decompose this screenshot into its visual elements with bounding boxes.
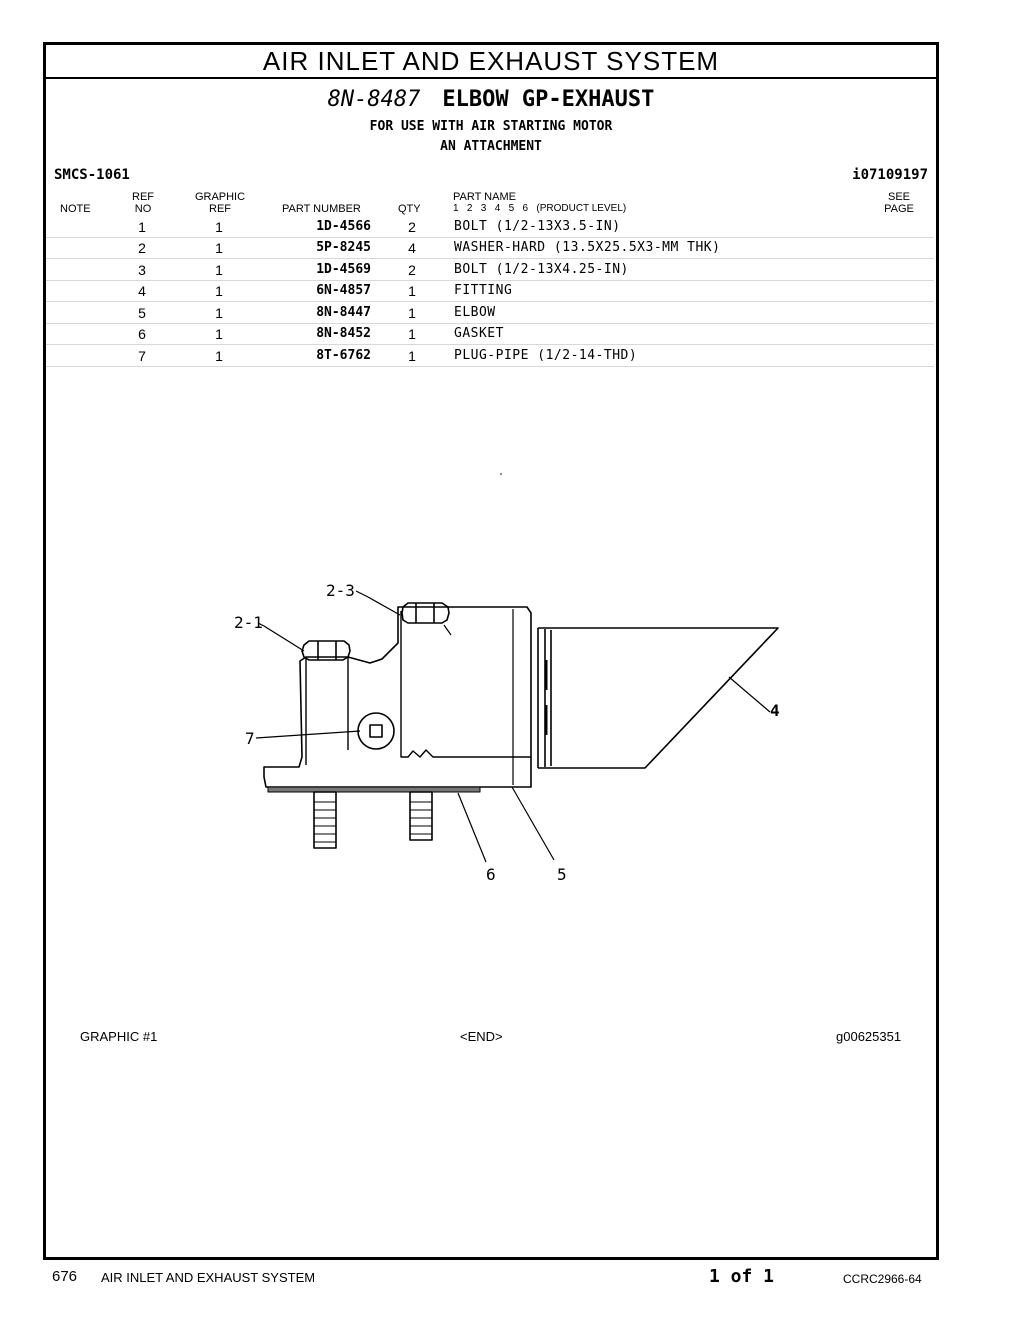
pipe-plug (357, 712, 395, 750)
callout-2-1: 2-1 (234, 613, 263, 632)
col-ref-bottom: NO (134, 203, 152, 215)
table-row: 3 1 1D-4569 2 BOLT (1/2-13X4.25-IN) (46, 259, 934, 281)
part-name: FITTING (454, 283, 513, 298)
part-name: ELBOW (454, 305, 496, 320)
part-name: BOLT (1/2-13X3.5-IN) (454, 219, 621, 234)
ref-no: 1 (138, 219, 146, 235)
end-marker: <END> (460, 1029, 503, 1044)
graphic-image-id: g00625351 (836, 1029, 902, 1044)
fitting-cone (537, 627, 779, 769)
leader-7 (255, 730, 361, 739)
ref-no: 4 (138, 283, 146, 299)
group-heading: 8N-8487 ELBOW GP-EXHAUST (46, 87, 936, 112)
footer-section: AIR INLET AND EXHAUST SYSTEM (101, 1270, 316, 1285)
quantity: 2 (408, 262, 416, 278)
section-title: AIR INLET AND EXHAUST SYSTEM (46, 45, 936, 79)
graphic-ref: 1 (215, 348, 223, 364)
graphic-ref: 1 (215, 262, 223, 278)
part-number: 8N-8452 (316, 326, 371, 341)
graphic-ref: 1 (215, 283, 223, 299)
col-note: NOTE (60, 203, 91, 215)
usage-line-2: AN ATTACHMENT (440, 139, 542, 154)
quantity: 1 (408, 283, 416, 299)
graphic-ref: 1 (215, 326, 223, 342)
ref-no: 6 (138, 326, 146, 342)
col-ref-top: REF (132, 191, 154, 203)
leader-lines (255, 590, 771, 863)
quantity: 1 (408, 305, 416, 321)
callout-7: 7 (245, 729, 255, 748)
quantity: 1 (408, 326, 416, 342)
parts-illustration: 2-3 2-1 7 4 6 5 (234, 473, 780, 884)
document-ident: i07109197 (852, 167, 928, 183)
graphic-ref: 1 (215, 240, 223, 256)
col-qty: QTY (398, 203, 421, 215)
col-graphic-ref: GRAPHIC REF (192, 191, 248, 215)
smcs-code: SMCS-1061 (54, 167, 130, 183)
graphic-label: GRAPHIC #1 (80, 1029, 158, 1044)
stud-left (313, 791, 337, 849)
table-row: 1 1 1D-4566 2 BOLT (1/2-13X3.5-IN) (46, 216, 934, 238)
col-ref: REF NO (128, 191, 158, 215)
group-name: ELBOW GP-EXHAUST (442, 87, 655, 112)
ref-no: 7 (138, 348, 146, 364)
page-of: 1 of 1 (709, 1266, 775, 1287)
group-part-number: 8N-8487 (327, 87, 421, 112)
usage-line-1: FOR USE WITH AIR STARTING MOTOR (369, 119, 613, 134)
col-see-bottom: PAGE (884, 203, 914, 215)
bolt-head-upper (401, 602, 450, 624)
part-number: 6N-4857 (316, 283, 371, 298)
bolt-head-lower (301, 640, 351, 661)
table-row: 2 1 5P-8245 4 WASHER-HARD (13.5X25.5X3-M… (46, 237, 934, 259)
ref-no: 3 (138, 262, 146, 278)
callout-4: 4 (770, 701, 780, 720)
ref-no: 5 (138, 305, 146, 321)
col-part-name: PART NAME 1 2 3 4 5 6 (PRODUCT LEVEL) (453, 191, 626, 215)
graphic-ref: 1 (215, 219, 223, 235)
quantity: 4 (408, 240, 416, 256)
part-name: GASKET (454, 326, 504, 341)
part-name: PLUG-PIPE (1/2-14-THD) (454, 348, 638, 363)
part-number: 5P-8245 (316, 240, 371, 255)
stud-right (409, 791, 433, 841)
elbow-housing (263, 606, 532, 788)
leader-4 (728, 676, 771, 713)
part-number: 1D-4569 (316, 262, 371, 277)
leader-2-3 (355, 590, 401, 616)
table-row: 7 1 8T-6762 1 PLUG-PIPE (1/2-14-THD) (46, 345, 934, 367)
leader-2-1 (257, 622, 305, 652)
part-name: WASHER-HARD (13.5X25.5X3-MM THK) (454, 240, 721, 255)
leader-5 (511, 786, 555, 861)
part-number: 1D-4566 (316, 219, 371, 234)
table-row: 6 1 8N-8452 1 GASKET (46, 323, 934, 345)
col-see-page: SEE PAGE (882, 191, 916, 215)
table-row: 4 1 6N-4857 1 FITTING (46, 280, 934, 302)
table-row: 5 1 8N-8447 1 ELBOW (46, 302, 934, 324)
page-number: 676 (52, 1268, 78, 1285)
quantity: 1 (408, 348, 416, 364)
callout-2-3: 2-3 (326, 581, 355, 600)
part-number: 8T-6762 (316, 348, 371, 363)
col-part-number: PART NUMBER (282, 203, 361, 215)
col-part-name-title: PART NAME (453, 191, 516, 203)
col-product-level: 1 2 3 4 5 6 (PRODUCT LEVEL) (453, 203, 627, 214)
quantity: 2 (408, 219, 416, 235)
col-graphic-bottom: REF (209, 203, 231, 215)
part-number: 8N-8447 (316, 305, 371, 320)
col-graphic-top: GRAPHIC (194, 191, 246, 203)
callout-6: 6 (486, 865, 496, 884)
ref-no: 2 (138, 240, 146, 256)
leader-6 (457, 792, 487, 863)
doc-code: CCRC2966-64 (843, 1272, 922, 1286)
graphic-ref: 1 (215, 305, 223, 321)
gasket (267, 786, 481, 793)
part-name: BOLT (1/2-13X4.25-IN) (454, 262, 629, 277)
callout-5: 5 (557, 865, 567, 884)
col-see-top: SEE (887, 191, 910, 203)
